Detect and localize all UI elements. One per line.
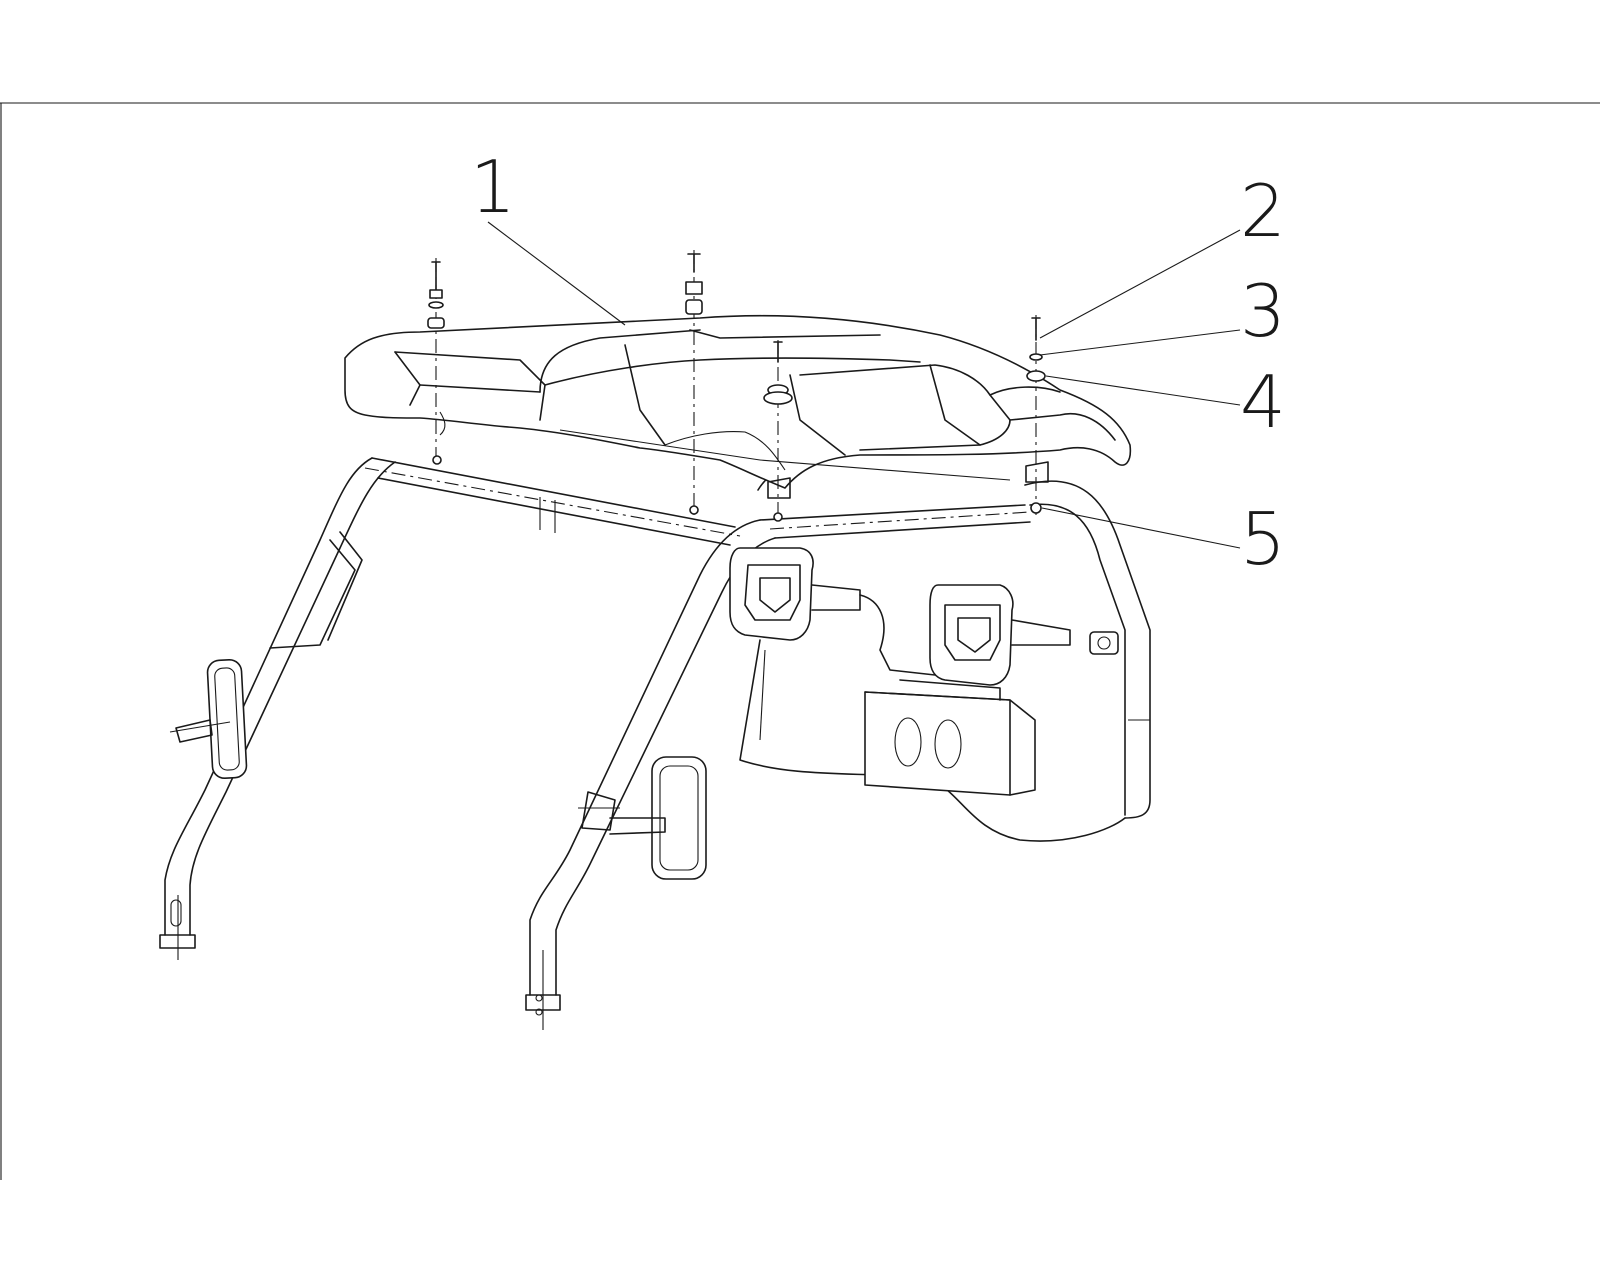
- fastener-stack-right: [1025, 315, 1049, 515]
- light-assembly-left: [729, 547, 861, 641]
- callout-labels: 1 2 3 4 5: [470, 145, 1286, 581]
- callout-1: 1: [470, 145, 516, 229]
- leader-5: [1041, 507, 1241, 549]
- callout-2: 2: [1240, 169, 1286, 253]
- drawing-frame: [0, 102, 1600, 1180]
- fastener-stack-center: [685, 250, 703, 515]
- roof-panel: [344, 314, 1132, 489]
- callout-4: 4: [1240, 360, 1286, 444]
- mirror-left: [169, 659, 248, 779]
- callout-3: 3: [1240, 269, 1286, 353]
- leader-3: [1039, 329, 1241, 356]
- fastener-stack-left: [427, 258, 445, 465]
- callout-5: 5: [1240, 497, 1286, 581]
- leader-2: [1039, 229, 1241, 339]
- fastener-stack-rear: [763, 340, 793, 522]
- leader-1: [487, 221, 626, 326]
- mirror-right: [578, 756, 707, 880]
- light-assembly-right: [859, 584, 1119, 686]
- leader-lines: [487, 221, 1241, 549]
- leader-4: [1045, 375, 1241, 406]
- lower-housing: [864, 679, 1036, 796]
